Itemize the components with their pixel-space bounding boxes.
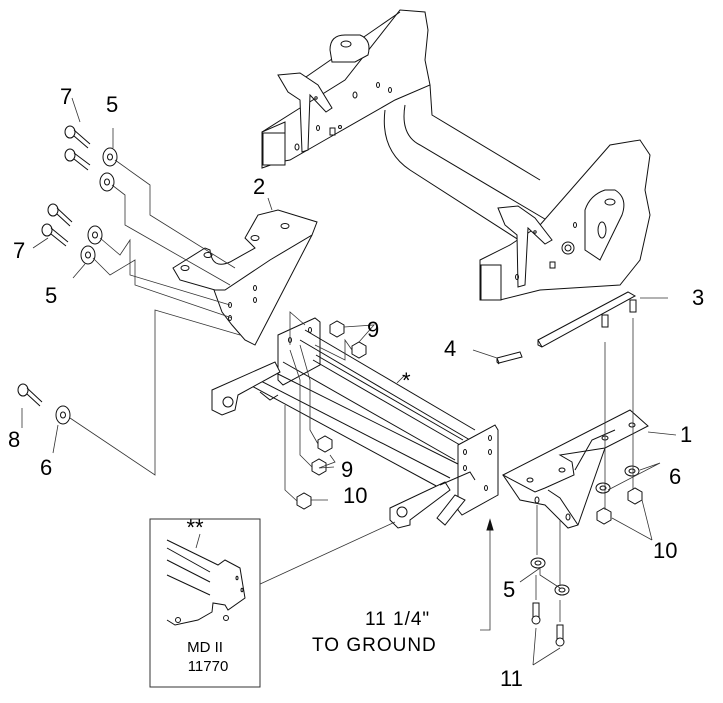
callout-2: 2 (253, 174, 265, 199)
callout-star: * (402, 368, 411, 393)
fasteners (17, 125, 643, 647)
vehicle-frame (261, 9, 651, 301)
callout-labels: 7 5 7 5 2 8 6 9 * 9 10 4 3 1 6 10 5 11 1… (8, 84, 704, 691)
bracket-2 (172, 209, 318, 346)
inset-double-star: ** (186, 515, 204, 540)
callout-5-upper: 5 (106, 92, 118, 117)
dimension-label: TO GROUND (312, 635, 437, 656)
callout-4: 4 (444, 336, 456, 361)
callout-6-left: 6 (40, 455, 52, 480)
part-3-rail (496, 291, 637, 365)
bolt-7a (64, 125, 91, 149)
assembly-lines (69, 159, 634, 631)
callout-9-lower: 9 (341, 457, 353, 482)
callout-7-upper: 7 (60, 84, 72, 109)
main-mount (211, 317, 499, 529)
dimension-value: 11 1/4" (365, 609, 430, 630)
callout-5-bottom: 5 (503, 577, 515, 602)
inset-part-number: 11770 (188, 658, 229, 675)
callout-7-lower: 7 (13, 238, 25, 263)
bolt-7b (64, 148, 91, 171)
callout-leaders (21, 97, 677, 666)
callout-10-right: 10 (653, 538, 677, 563)
callout-11: 11 (500, 666, 523, 691)
inset-model: MD II (187, 639, 223, 656)
bolt-7d (41, 223, 69, 247)
callout-6-right: 6 (669, 464, 681, 489)
callout-8: 8 (8, 427, 20, 452)
bolt-7c (47, 203, 73, 227)
callout-9-upper: 9 (367, 317, 379, 342)
bracket-1 (501, 409, 649, 529)
inset-md2: ** MD II 11770 (149, 515, 261, 688)
callout-10-left: 10 (343, 483, 367, 508)
callout-3: 3 (692, 285, 704, 310)
callout-1: 1 (680, 422, 692, 447)
callout-5-lower: 5 (45, 283, 57, 308)
